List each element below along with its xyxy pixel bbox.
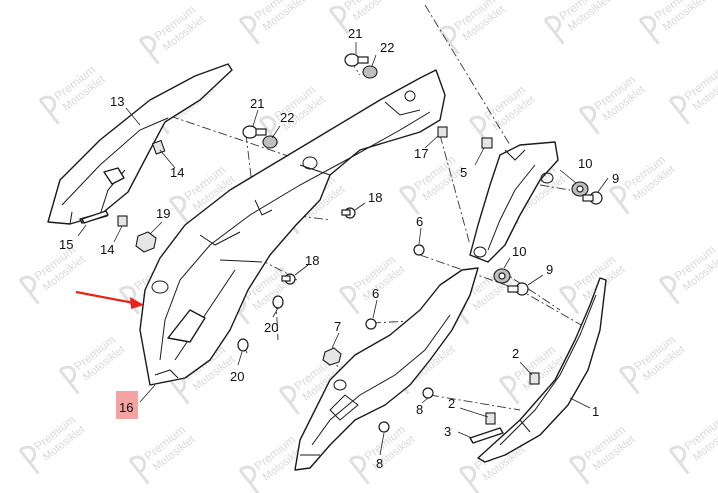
part-16-frame-cover bbox=[139, 69, 446, 386]
part-lower-cowl bbox=[294, 267, 479, 471]
label-part-21-top: 21 bbox=[348, 26, 362, 41]
label-part-18-upper: 18 bbox=[368, 190, 382, 205]
fasteners bbox=[81, 53, 603, 444]
label-part-6-lower: 6 bbox=[372, 286, 379, 301]
part-1-tail-cover bbox=[477, 277, 607, 463]
label-part-2-upper: 2 bbox=[512, 346, 519, 361]
label-part-19: 19 bbox=[156, 206, 170, 221]
label-part-5: 5 bbox=[460, 165, 467, 180]
part-13-side-cover bbox=[47, 63, 233, 227]
label-part-21-mid: 21 bbox=[250, 96, 264, 111]
label-part-20-upper: 20 bbox=[264, 320, 278, 335]
label-part-9-upper: 9 bbox=[612, 171, 619, 186]
label-part-14-lower: 14 bbox=[100, 242, 114, 257]
label-part-20-lower: 20 bbox=[230, 369, 244, 384]
label-part-1: 1 bbox=[592, 404, 599, 419]
label-part-16: 16 bbox=[119, 400, 133, 415]
label-part-18-lower: 18 bbox=[305, 253, 319, 268]
part-number-labels: 13 14 15 14 19 21 22 21 22 17 5 10 9 18 … bbox=[59, 26, 619, 471]
label-part-2-lower: 2 bbox=[448, 396, 455, 411]
label-part-15: 15 bbox=[59, 237, 73, 252]
label-part-8-upper: 8 bbox=[416, 402, 423, 417]
label-part-9-lower: 9 bbox=[546, 262, 553, 277]
selected-part-highlight bbox=[116, 391, 138, 419]
label-part-7: 7 bbox=[334, 319, 341, 334]
label-part-13: 13 bbox=[110, 94, 124, 109]
label-part-3: 3 bbox=[444, 424, 451, 439]
label-part-22-mid: 22 bbox=[280, 110, 294, 125]
label-part-6-upper: 6 bbox=[416, 214, 423, 229]
label-part-10-lower: 10 bbox=[512, 244, 526, 259]
label-part-14-upper: 14 bbox=[170, 165, 184, 180]
label-part-17: 17 bbox=[414, 146, 428, 161]
leader-lines bbox=[77, 42, 609, 456]
label-part-10-upper: 10 bbox=[578, 156, 592, 171]
label-part-22-top: 22 bbox=[380, 40, 394, 55]
pointer-arrow-icon bbox=[75, 290, 144, 309]
label-part-8-lower: 8 bbox=[376, 456, 383, 471]
part-5-rear-bracket bbox=[469, 141, 559, 263]
